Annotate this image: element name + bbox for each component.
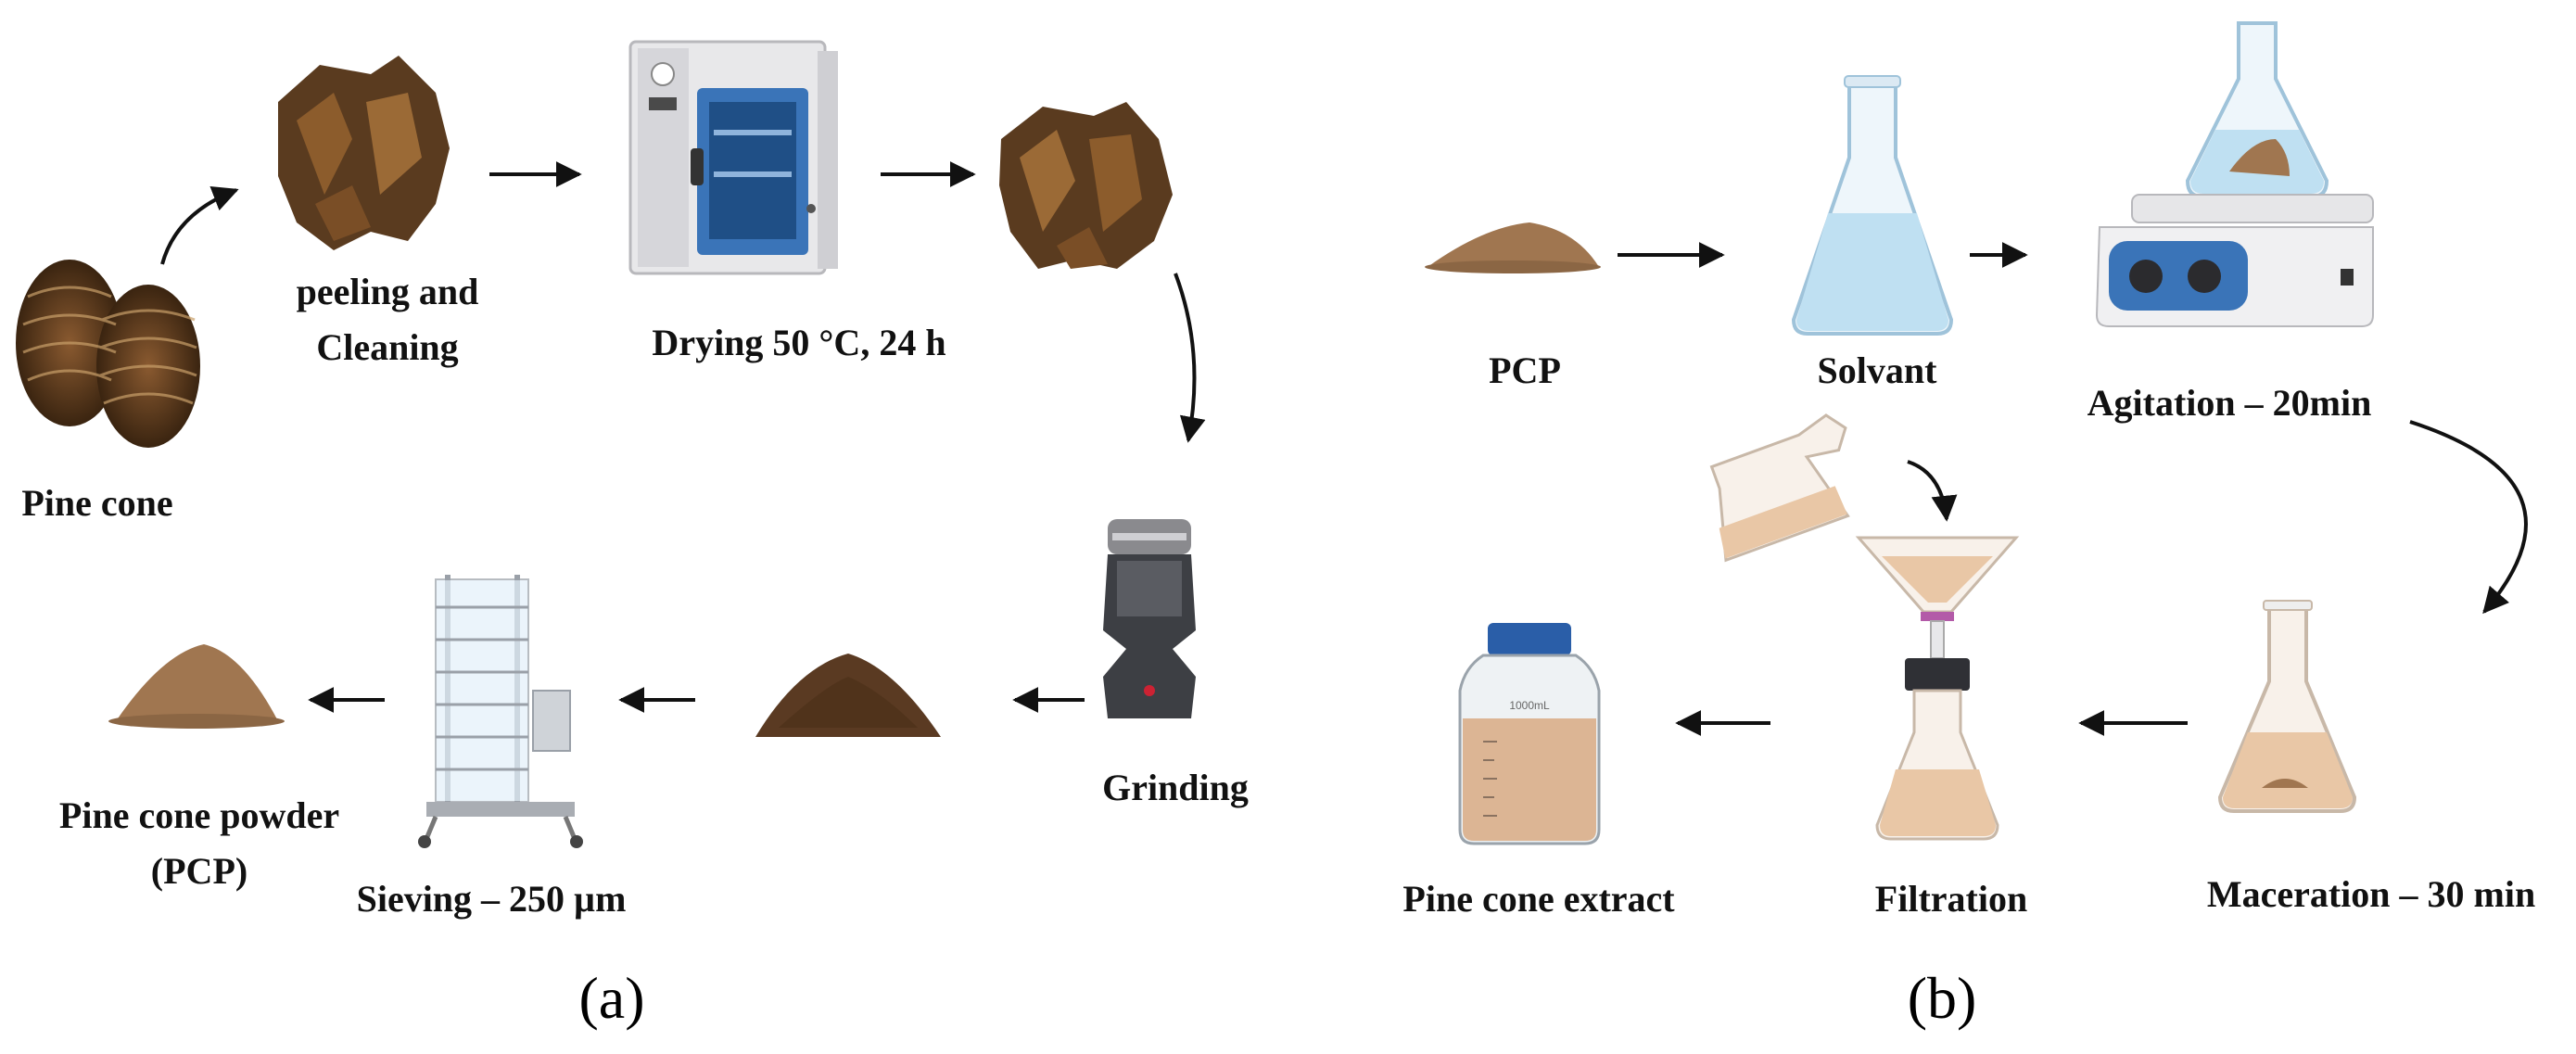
- label-agitation: Agitation – 20min: [2087, 382, 2372, 424]
- pine-cone-icon: [16, 260, 200, 448]
- label-pine-cone: Pine cone: [21, 482, 173, 524]
- grinder-icon: [1103, 519, 1196, 718]
- label-drying: Drying 50 °C, 24 h: [652, 322, 946, 363]
- pouring-flask-icon: [1709, 413, 1850, 563]
- label-grinding: Grinding: [1102, 767, 1249, 808]
- pcp-powder-icon: [108, 644, 285, 729]
- maceration-flask-icon: [2217, 600, 2357, 813]
- bottle-volume-text: 1000mL: [1509, 699, 1550, 712]
- label-powder-line1: Pine cone powder: [58, 794, 340, 836]
- arrow-stir-to-macerate: [2409, 420, 2528, 615]
- drying-oven-icon: [628, 40, 838, 275]
- label-peeling-line2: Cleaning: [316, 326, 459, 368]
- arrow-cone-to-peel: [160, 185, 239, 265]
- ground-powder-icon: [755, 654, 941, 737]
- pcp-powder-icon-b: [1425, 222, 1601, 273]
- label-solvant: Solvant: [1817, 349, 1937, 391]
- arrow-dried-to-grind: [1174, 273, 1206, 443]
- label-peeling-line1: peeling and: [296, 271, 479, 312]
- label-filtration: Filtration: [1874, 878, 2028, 920]
- label-maceration: Maceration – 30 min: [2206, 873, 2536, 915]
- label-powder-line2: (PCP): [150, 850, 248, 892]
- label-pcp: PCP: [1489, 349, 1561, 391]
- label-sieving: Sieving – 250 µm: [356, 878, 627, 920]
- solvent-flask-icon: [1791, 75, 1954, 336]
- sieve-shaker-icon: [418, 575, 583, 848]
- panel-label-a: (a): [578, 965, 645, 1031]
- extract-bottle-icon: 1000mL: [1458, 623, 1601, 845]
- magnetic-stirrer-icon: [2095, 21, 2374, 327]
- process-arrows: [160, 161, 2528, 736]
- dried-cone-icon: [999, 102, 1173, 269]
- label-extract: Pine cone extract: [1402, 878, 1675, 920]
- arrow-pour-to-funnel: [1907, 460, 1958, 522]
- peeled-cone-icon: [278, 56, 450, 250]
- panel-label-b: (b): [1907, 965, 1977, 1031]
- filtration-setup-icon: [1855, 536, 2020, 841]
